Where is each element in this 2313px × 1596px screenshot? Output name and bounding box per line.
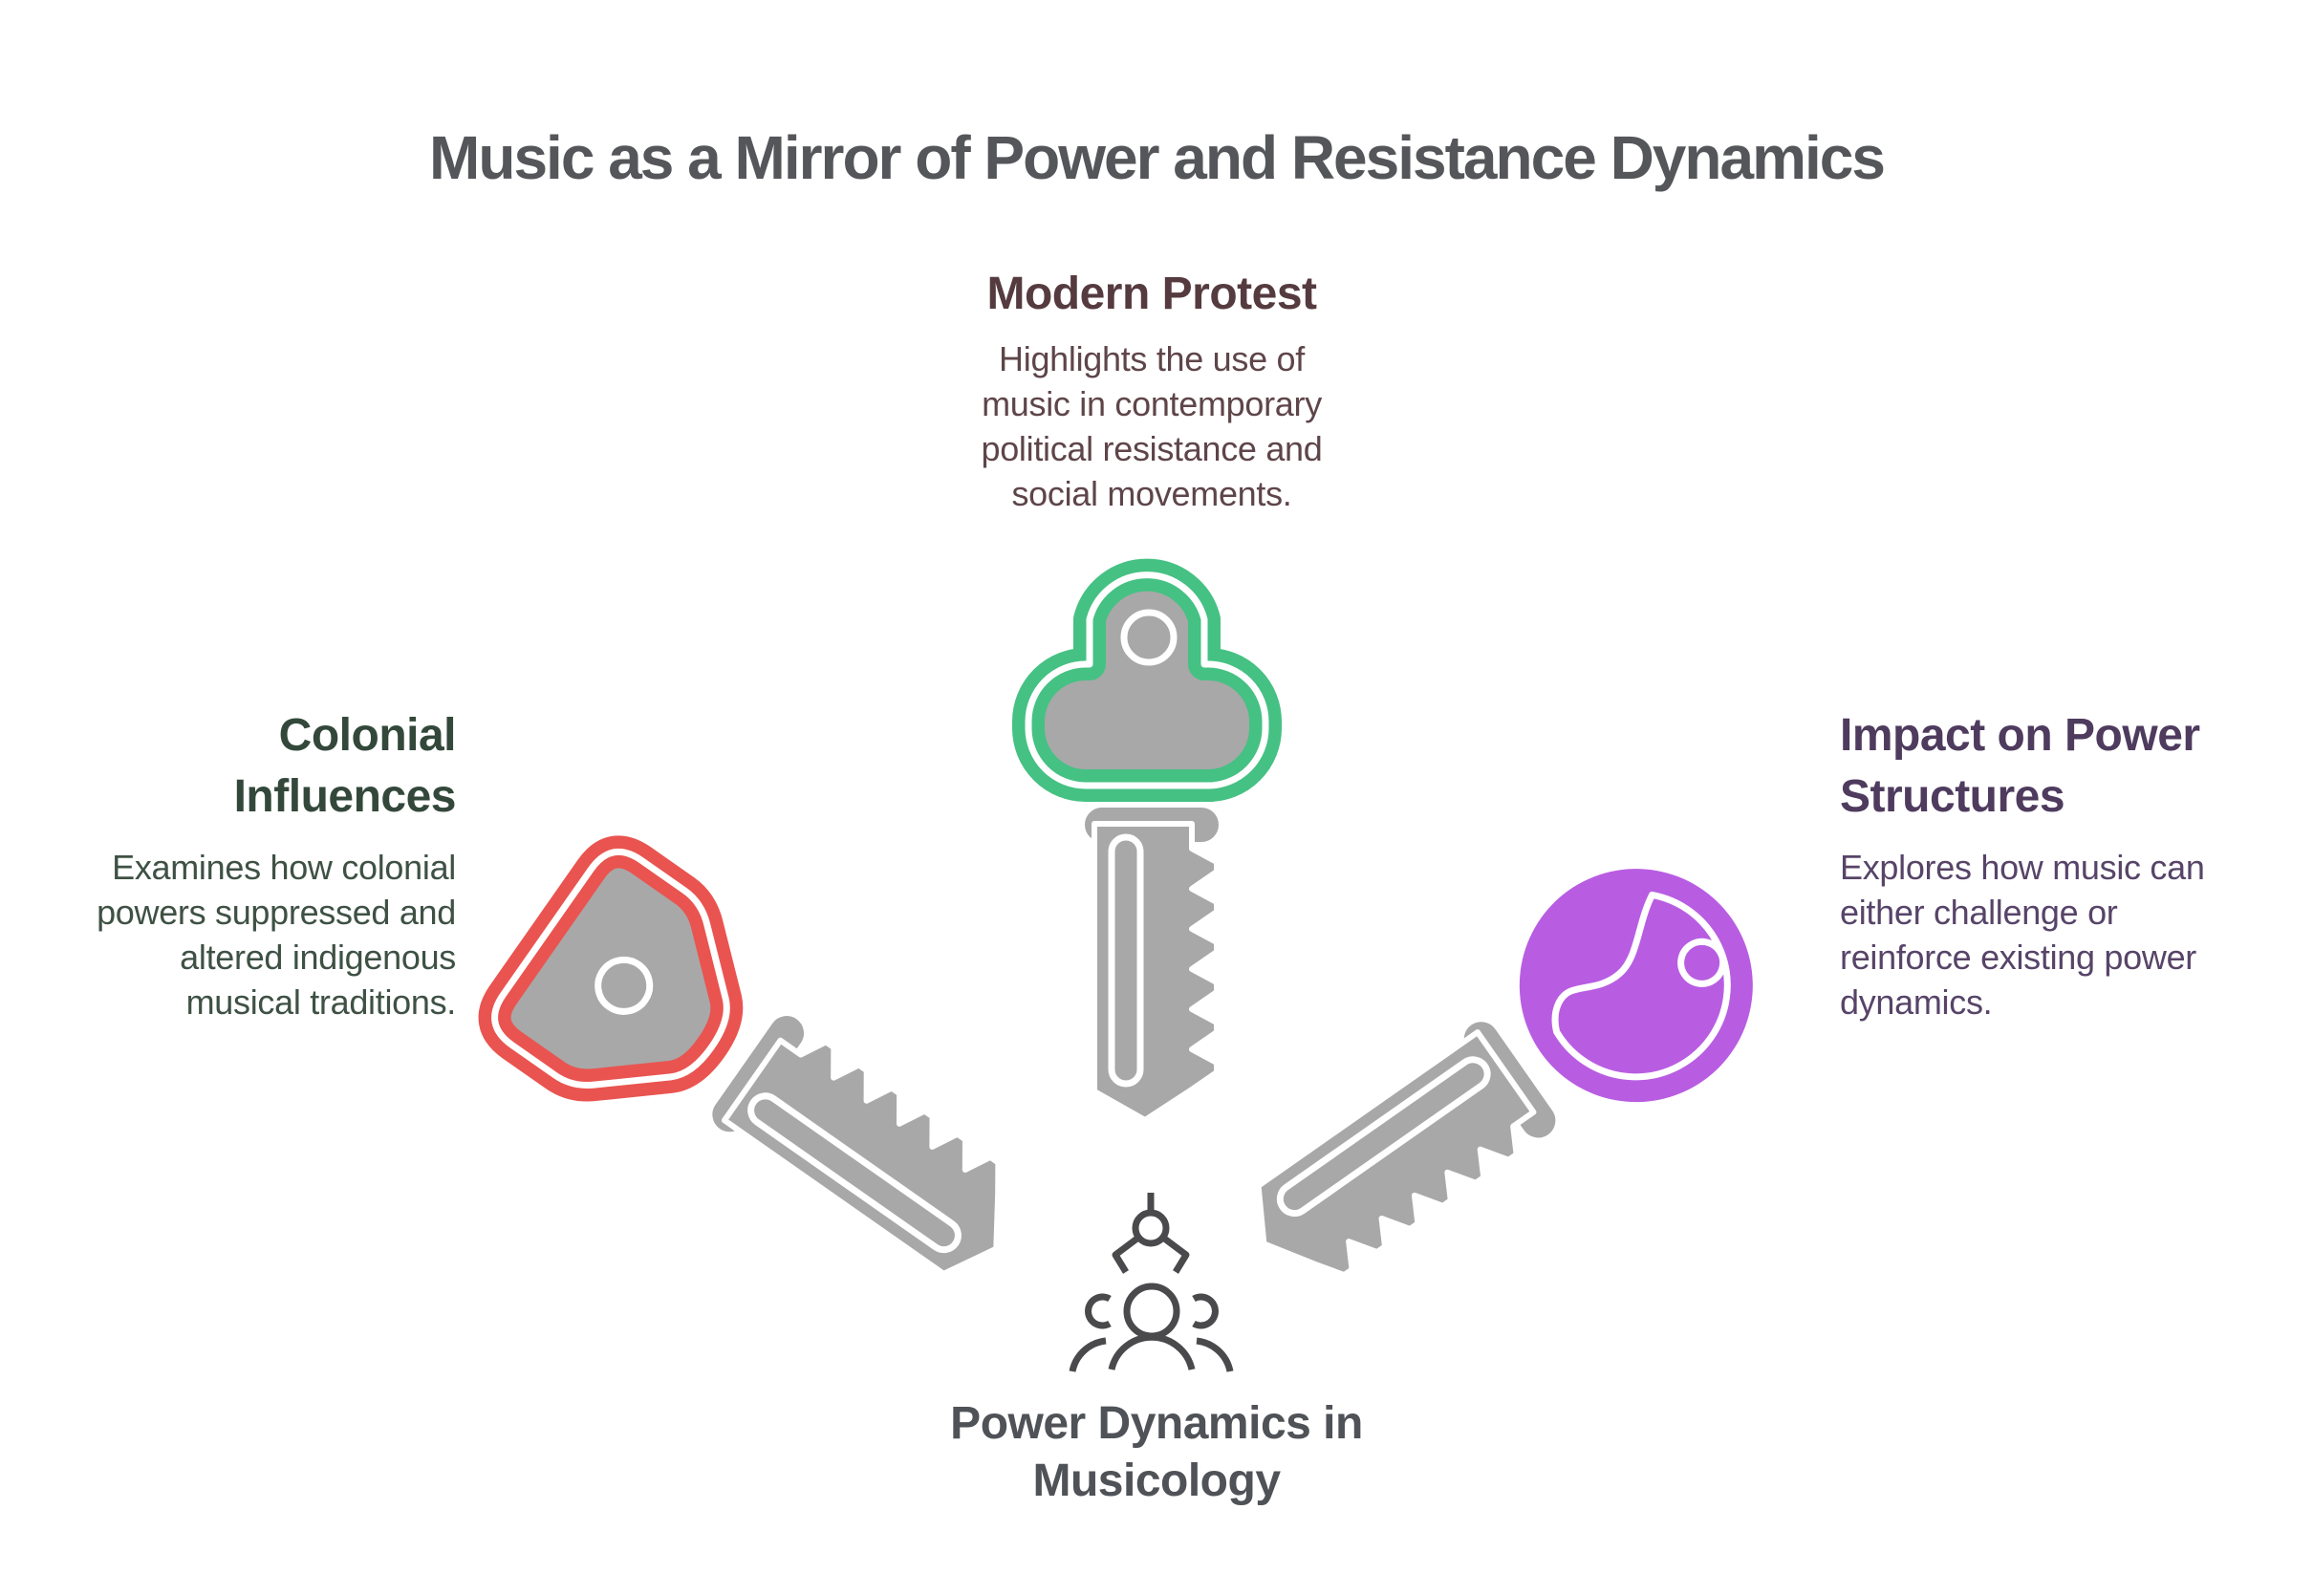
key-head-circle (1519, 869, 1753, 1103)
body-line: Examines how colonial (112, 848, 456, 887)
person-left-shoulders (1069, 1337, 1107, 1372)
person-shoulders (1108, 1333, 1196, 1370)
page-title: Music as a Mirror of Power and Resistanc… (429, 123, 1886, 192)
green-cloud-key-icon (1012, 558, 1282, 1123)
key-head-pentagon (478, 835, 744, 1102)
heading-line: Influences (233, 771, 457, 822)
heading-line: Structures (1840, 771, 2065, 822)
center-label: Power Dynamics in Musicology (0, 1395, 2313, 1510)
body-line: political resistance and (981, 429, 1323, 468)
body-line: altered indigenous (180, 938, 456, 977)
section-body-impact-on-power-structures: Explores how music can either challenge … (1840, 845, 2299, 1024)
claw-pivot (1132, 1209, 1170, 1247)
claw-arm-left (1112, 1235, 1141, 1274)
red-pentagon-key-icon (478, 835, 1002, 1277)
section-heading-modern-protest: Modern Protest (986, 269, 1317, 319)
body-line: powers suppressed and (97, 893, 456, 932)
body-line: Highlights the use of (999, 339, 1305, 378)
key-shaft (1255, 1016, 1562, 1279)
body-line: either challenge or (1840, 893, 2118, 932)
heading-line: Colonial (278, 710, 457, 761)
body-line: reinforce existing power (1840, 938, 2196, 977)
body-line: musical traditions. (185, 982, 457, 1022)
section-body-colonial-influences: Examines how colonial powers suppressed … (35, 845, 456, 1024)
person-left-head (1085, 1293, 1112, 1329)
key-head-cloud (1012, 558, 1282, 802)
key-hole (1677, 938, 1727, 987)
section-body-modern-protest: Highlights the use of music in contempor… (674, 336, 1630, 516)
section-heading-impact-on-power-structures: Impact on Power Structures (1840, 705, 2299, 828)
body-line: music in contemporary (982, 384, 1322, 423)
claw-over-people-icon (1069, 1193, 1234, 1372)
center-label-line: Power Dynamics in (950, 1398, 1363, 1449)
center-label-line: Musicology (1032, 1456, 1281, 1506)
person-head (1123, 1283, 1180, 1340)
key-hole (1120, 609, 1178, 666)
body-line: social movements. (1011, 474, 1292, 513)
body-line: Explores how music can (1840, 848, 2205, 887)
person-right-head (1192, 1293, 1219, 1329)
purple-circle-key-icon (1255, 869, 1753, 1279)
person-right-shoulders (1196, 1337, 1234, 1372)
key-shaft (1079, 802, 1224, 1123)
key-shaft (706, 1010, 1002, 1277)
heading-line: Impact on Power (1840, 710, 2200, 761)
section-heading-colonial-influences: Colonial Influences (35, 705, 457, 828)
body-line: dynamics. (1840, 982, 1993, 1022)
key-hole (594, 956, 654, 1015)
claw-arm-right (1160, 1235, 1190, 1274)
